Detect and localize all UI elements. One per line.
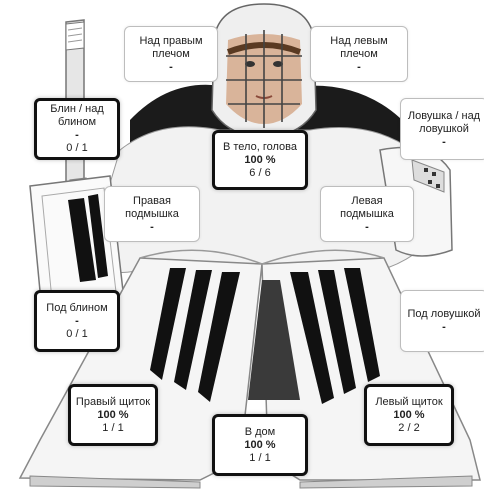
zone-label: Ловушка / над ловушкой — [407, 109, 481, 135]
zone-percent: - — [442, 135, 446, 148]
zone-right-pad[interactable]: Правый щиток 100 % 1 / 1 — [68, 384, 158, 446]
zone-above-left-shoulder[interactable]: Над левым плечом - — [310, 26, 408, 82]
zone-label: Над левым плечом — [330, 34, 388, 60]
zone-percent: - — [442, 321, 446, 333]
zone-percent: - — [169, 60, 173, 73]
zone-label: Над правым плечом — [139, 34, 203, 60]
zone-percent: 100 % — [244, 438, 276, 451]
zone-glove-high[interactable]: Ловушка / над ловушкой - — [400, 98, 484, 160]
goalie-mask — [211, 3, 317, 139]
zone-label: В тело, голова — [223, 140, 297, 153]
zone-count: 2 / 2 — [398, 421, 420, 434]
zone-above-right-shoulder[interactable]: Над правым плечом - — [124, 26, 218, 82]
zone-label: Блин / над блином — [50, 103, 104, 128]
zone-count: 6 / 6 — [249, 166, 271, 179]
zone-label: Левая подмышка — [340, 194, 394, 220]
zone-label: Под ловушкой — [407, 308, 481, 320]
zone-count: 1 / 1 — [102, 421, 124, 434]
zone-percent: 100 % — [393, 408, 425, 421]
zone-percent: - — [357, 60, 361, 73]
zone-label: В дом — [244, 425, 276, 438]
zone-percent: 100 % — [244, 153, 276, 166]
zone-percent: - — [75, 314, 79, 327]
zone-five-hole[interactable]: В дом 100 % 1 / 1 — [212, 414, 308, 476]
zone-count: 1 / 1 — [249, 451, 271, 464]
zone-under-blocker[interactable]: Под блином - 0 / 1 — [34, 290, 120, 352]
zone-left-armpit[interactable]: Левая подмышка - — [320, 186, 414, 242]
zone-count: 0 / 1 — [66, 327, 88, 340]
zone-blocker-high[interactable]: Блин / над блином - 0 / 1 — [34, 98, 120, 160]
zone-percent: - — [150, 220, 154, 233]
zone-under-glove[interactable]: Под ловушкой - — [400, 290, 484, 352]
zone-percent: - — [365, 220, 369, 233]
zone-percent: - — [75, 129, 79, 141]
zone-label: Левый щиток — [375, 395, 443, 408]
zone-label: Под блином — [46, 301, 108, 314]
zone-label: Правый щиток — [75, 395, 151, 408]
zone-body-head[interactable]: В тело, голова 100 % 6 / 6 — [212, 130, 308, 190]
zone-label: Правая подмышка — [125, 194, 179, 220]
zone-left-pad[interactable]: Левый щиток 100 % 2 / 2 — [364, 384, 454, 446]
zone-count: 0 / 1 — [66, 142, 88, 154]
zone-percent: 100 % — [97, 408, 129, 421]
zone-right-armpit[interactable]: Правая подмышка - — [104, 186, 200, 242]
